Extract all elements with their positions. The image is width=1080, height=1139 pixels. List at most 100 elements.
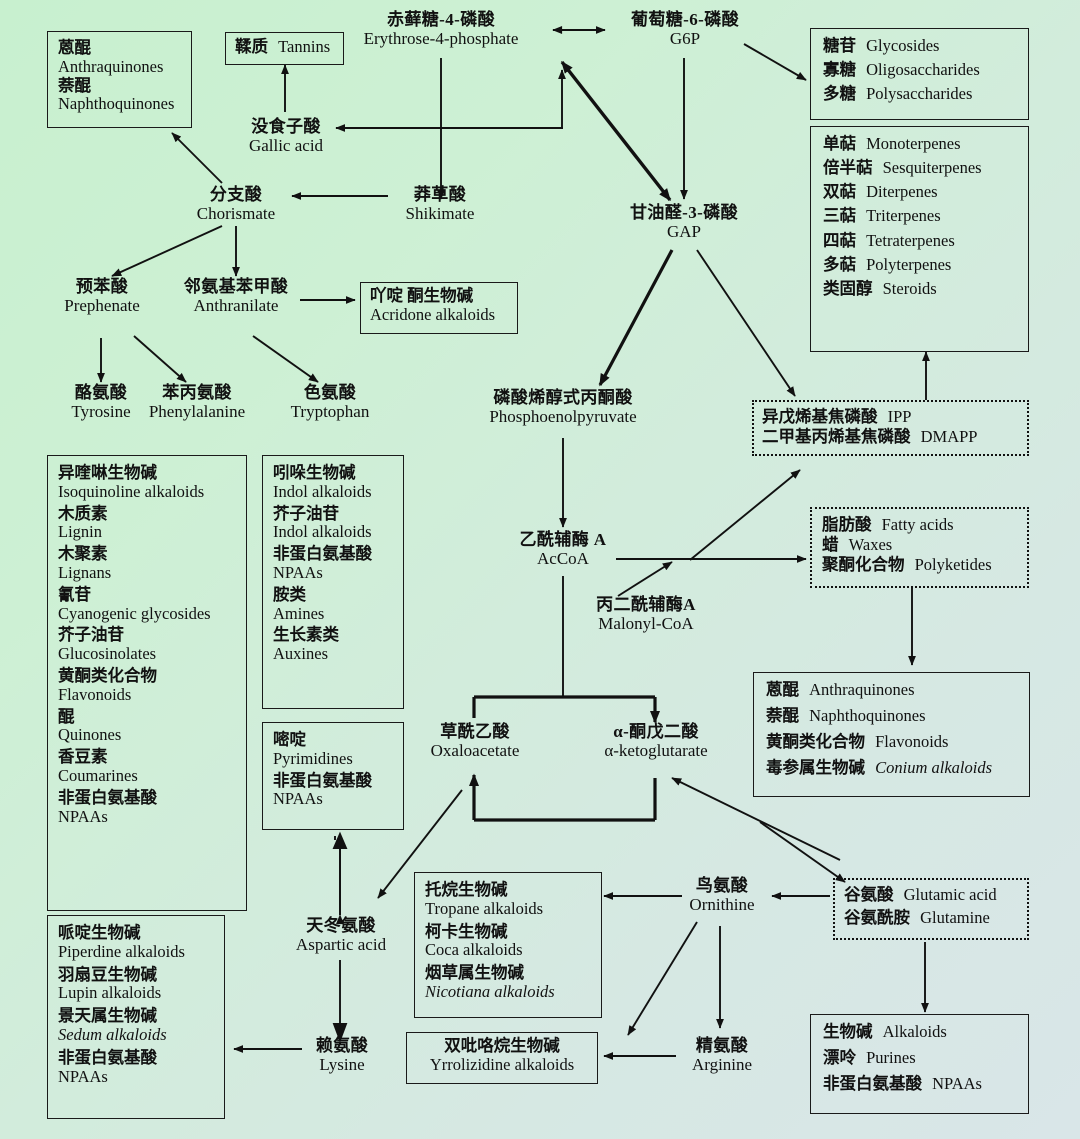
node-en: Aspartic acid: [295, 935, 387, 955]
node-en: Prephenate: [64, 296, 140, 316]
row-en: NPAAs: [273, 562, 323, 582]
row-en: Piperdine alkaloids: [58, 941, 185, 961]
row-en: Coumarines: [58, 765, 138, 785]
row-cn: 倍半萜: [823, 158, 873, 178]
box-row: 漂呤 Purines: [823, 1048, 1016, 1068]
row-cn: 柯卡生物碱: [425, 921, 508, 941]
box-row: 蜡 Waxes: [822, 535, 1017, 555]
row-cn: 寡糖: [823, 60, 856, 80]
node-phosphoenolpyruvate: 磷酸烯醇式丙酮酸 Phosphoenolpyruvate: [442, 388, 684, 426]
row-cn: 蒽醌: [766, 680, 799, 699]
row-en: NPAAs: [932, 1074, 982, 1094]
box-acridone-alkaloids: 吖啶 酮生物碱 Acridone alkaloids: [360, 282, 518, 334]
row-cn: 聚酮化合物: [822, 555, 905, 575]
row-en: Lignin: [58, 522, 102, 542]
box-row: 景天属生物碱 Sedum alkaloids: [58, 1006, 214, 1045]
row-cn: 羽扇豆生物碱: [58, 964, 157, 984]
box-row: 蒽醌 Anthraquinones: [766, 680, 1017, 700]
box-row: 黄酮类化合物 Flavonoids: [58, 665, 236, 705]
box-row: 类固醇 Steroids: [823, 279, 1016, 299]
node-aspartic-acid: 天冬氨酸 Aspartic acid: [272, 916, 410, 954]
row-en: Steroids: [882, 278, 937, 298]
row-cn: 二甲基丙烯基焦磷酸: [762, 427, 911, 447]
row-en: Waxes: [848, 535, 893, 555]
row-cn: 多萜: [823, 254, 856, 274]
row-cn: 毒参属生物碱: [766, 758, 865, 778]
row-cn: 胺类: [273, 584, 306, 604]
node-ornithine: 鸟氨酸 Ornithine: [672, 876, 772, 914]
node-en: Ornithine: [689, 895, 755, 915]
box-row: 胺类 Amines: [273, 584, 393, 624]
row-en: Diterpenes: [866, 182, 938, 202]
node-en: Chorismate: [196, 204, 276, 224]
box-row: 非蛋白氨基酸 NPAAs: [273, 771, 393, 810]
box-row: 倍半萜 Sesquiterpenes: [823, 158, 1016, 178]
box-pyrrolizidine-alkaloids: 双吡咯烷生物碱 Yrrolizidine alkaloids: [406, 1032, 598, 1084]
row-en: Monoterpenes: [866, 134, 961, 153]
row-en: Polyterpenes: [866, 254, 952, 274]
box-ipp-dmapp: 异戊烯基焦磷酸 IPP 二甲基丙烯基焦磷酸 DMAPP: [752, 400, 1029, 456]
box-pyrimidines: 嘧啶 Pyrimidines 非蛋白氨基酸 NPAAs: [262, 722, 404, 830]
row-cn: 类固醇: [823, 278, 873, 298]
row-en: Quinones: [58, 725, 122, 745]
node-en: AcCoA: [537, 549, 589, 569]
box-row: 多萜 Polyterpenes: [823, 255, 1016, 275]
node-lysine: 赖氨酸 Lysine: [295, 1036, 389, 1074]
box-row: 四萜 Tetraterpenes: [823, 231, 1016, 251]
box-row: 羽扇豆生物碱 Lupin alkaloids: [58, 964, 214, 1004]
row-cn: 烟草属生物碱: [425, 963, 524, 983]
row-cn: 非蛋白氨基酸: [58, 787, 157, 807]
row-en: Acridone alkaloids: [370, 304, 496, 324]
row-cn: 脂肪酸: [822, 515, 872, 534]
box-quinones-top-left: 蒽醌 Anthraquinones 萘醌 Naphthoquinones: [47, 31, 192, 128]
row-cn: 黄酮类化合物: [766, 732, 865, 752]
box-glycosides: 糖苷 Glycosides 寡糖 Oligosaccharides 多糖 Pol…: [810, 28, 1029, 120]
box-row: 生物碱 Alkaloids: [823, 1022, 1016, 1042]
node-anthranilate: 邻氨基苯甲酸 Anthranilate: [163, 277, 309, 315]
row-cn: 双吡咯烷生物碱: [444, 1036, 560, 1055]
box-row: 木质素 Lignin: [58, 504, 236, 543]
node-cn: 酪氨酸: [74, 383, 128, 402]
box-row: 双吡咯烷生物碱 Yrrolizidine alkaloids: [416, 1036, 588, 1075]
row-en: Amines: [273, 603, 325, 623]
row-cn: 非蛋白氨基酸: [823, 1074, 922, 1094]
node-gallic-acid: 没食子酸 Gallic acid: [218, 117, 354, 155]
row-en: Polyketides: [914, 555, 992, 575]
box-row: 吖啶 酮生物碱 Acridone alkaloids: [370, 286, 508, 325]
box-row: 单萜 Monoterpenes: [823, 134, 1016, 154]
box-row: 非蛋白氨基酸 NPAAs: [58, 787, 236, 827]
box-row: 寡糖 Oligosaccharides: [823, 60, 1016, 80]
row-cn: 双萜: [823, 182, 856, 202]
node-gap: 甘油醛-3-磷酸 GAP: [600, 203, 768, 241]
box-row: 芥子油苷 Glucosinolates: [58, 626, 236, 664]
node-cn: 丙二酰辅酶A: [596, 595, 696, 614]
node-prephenate: 预苯酸 Prephenate: [44, 277, 160, 315]
row-en: Tannins: [278, 37, 331, 56]
row-cn: 多糖: [823, 84, 856, 104]
box-row: 谷氨酰胺 Glutamine: [844, 908, 1018, 928]
node-en: Gallic acid: [248, 136, 324, 156]
box-row: 非蛋白氨基酸 NPAAs: [273, 544, 393, 583]
row-en: Tetraterpenes: [866, 230, 955, 250]
row-en: Nicotiana alkaloids: [425, 981, 555, 1001]
box-row: 哌啶生物碱 Piperdine alkaloids: [58, 923, 214, 962]
box-isoquinoline-alkaloids: 异喹啉生物碱 Isoquinoline alkaloids 木质素 Lignin…: [47, 455, 247, 911]
row-cn: 醌: [58, 706, 75, 726]
row-cn: 萘醌: [58, 75, 91, 95]
node-cn: 磷酸烯醇式丙酮酸: [493, 388, 633, 407]
row-en: Coca alkaloids: [425, 940, 523, 960]
row-en: Fatty acids: [881, 515, 954, 534]
node-phenylalanine: 苯丙氨酸 Phenylalanine: [134, 383, 260, 421]
row-cn: 黄酮类化合物: [58, 665, 157, 685]
node-cn: 天冬氨酸: [306, 916, 376, 935]
box-indole-alkaloids: 吲哚生物碱 Indol alkaloids 芥子油苷 Indol alkaloi…: [262, 455, 404, 709]
row-cn: 生物碱: [823, 1022, 873, 1041]
row-cn: 景天属生物碱: [58, 1006, 157, 1026]
node-en: Malonyl-CoA: [598, 614, 694, 634]
box-row: 香豆素 Coumarines: [58, 747, 236, 786]
box-glutamic-acid: 谷氨酸 Glutamic acid 谷氨酰胺 Glutamine: [833, 878, 1029, 940]
box-row: 柯卡生物碱 Coca alkaloids: [425, 921, 591, 961]
box-row: 托烷生物碱 Tropane alkaloids: [425, 880, 591, 919]
row-en: Auxines: [273, 644, 328, 664]
row-en: Pyrimidines: [273, 748, 353, 768]
